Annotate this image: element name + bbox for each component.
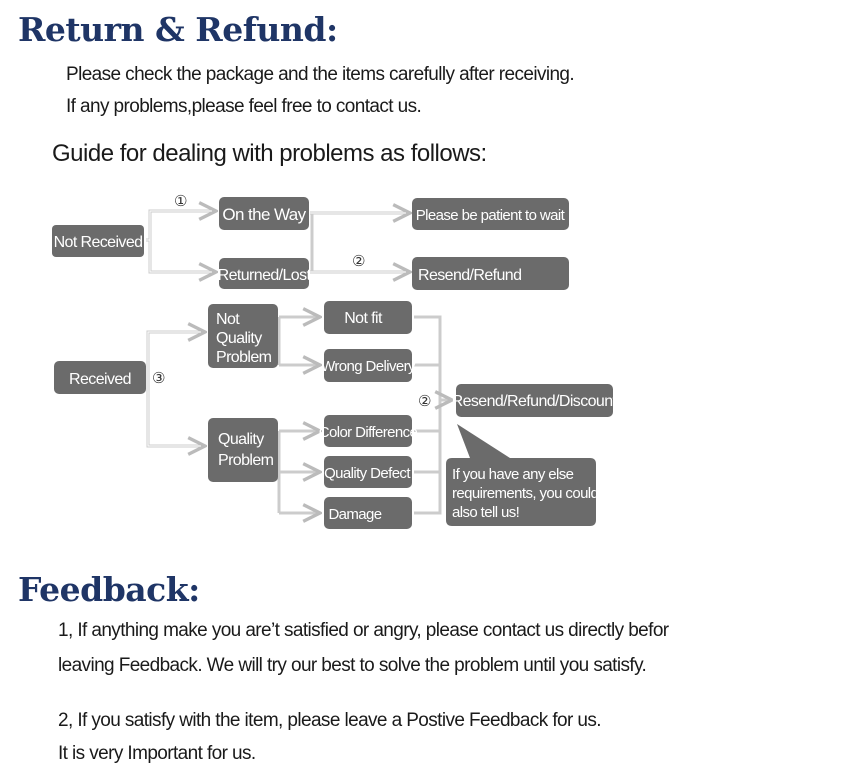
label-wrong-delivery: Wrong Delivery — [321, 358, 416, 375]
box-wrong-delivery — [324, 349, 412, 382]
step-number-1: ① — [174, 192, 187, 210]
label-not-fit: Not fit — [344, 310, 383, 327]
box-received — [54, 361, 146, 394]
callout-line-2: requirements, you could — [452, 485, 599, 502]
label-resend-refund: Resend/Refund — [418, 267, 521, 284]
label-resend-refund-discount: Resend/Refund/Discount — [452, 393, 618, 410]
label-on-the-way: On the Way — [222, 205, 306, 224]
box-not-quality-problem — [208, 304, 278, 368]
feedback-p2-line-1: 2, If you satisfy with the item, please … — [58, 710, 602, 731]
label-damage: Damage — [328, 506, 381, 523]
box-resend-refund — [412, 257, 569, 290]
feedback-p2-line-2: It is very Important for us. — [58, 743, 256, 764]
guide-title: Guide for dealing with problems as follo… — [52, 140, 487, 167]
callout-line-3: also tell us! — [452, 504, 519, 521]
callout-bubble — [446, 424, 596, 526]
box-not-fit — [324, 301, 412, 334]
label-received: Received — [69, 371, 131, 388]
label-not-quality-3: Problem — [216, 349, 272, 366]
box-resend-refund-discount — [456, 384, 613, 417]
box-damage — [324, 497, 412, 529]
label-quality-defect: Quality Defect — [324, 465, 411, 482]
box-not-received — [52, 225, 144, 257]
box-color-difference — [324, 415, 412, 447]
feedback-p1-line-1: 1, If anything make you are’t satisfied … — [58, 620, 669, 641]
label-not-quality-2: Quality — [216, 330, 262, 347]
label-color-difference: Color Difference — [319, 424, 418, 441]
return-line-2: If any problems,please feel free to cont… — [66, 96, 422, 117]
callout-line-1: If you have any else — [452, 466, 574, 483]
step-number-3: ③ — [152, 369, 165, 387]
step-number-2: ② — [352, 252, 365, 270]
return-refund-title: Return & Refund: — [18, 10, 338, 49]
box-returned-lost — [219, 258, 309, 289]
box-on-the-way — [219, 197, 309, 230]
label-not-quality-1: Not — [216, 311, 240, 328]
label-quality-2: Problem — [218, 452, 274, 469]
return-line-1: Please check the package and the items c… — [66, 64, 575, 85]
step-number-2b: ② — [418, 392, 431, 410]
feedback-title: Feedback: — [18, 570, 200, 609]
box-be-patient — [412, 198, 569, 230]
label-be-patient: Please be patient to wait — [416, 207, 566, 224]
problem-flowchart: Not Received On the Way Returned/Lost Pl… — [52, 192, 618, 529]
label-not-received: Not Received — [54, 234, 143, 251]
label-quality-1: Quality — [218, 431, 264, 448]
box-quality-problem — [208, 418, 278, 482]
feedback-p1-line-2: leaving Feedback. We will try our best t… — [58, 655, 647, 676]
box-quality-defect — [324, 456, 412, 488]
connector-inner — [146, 210, 406, 447]
label-returned-lost: Returned/Lost — [218, 267, 312, 284]
